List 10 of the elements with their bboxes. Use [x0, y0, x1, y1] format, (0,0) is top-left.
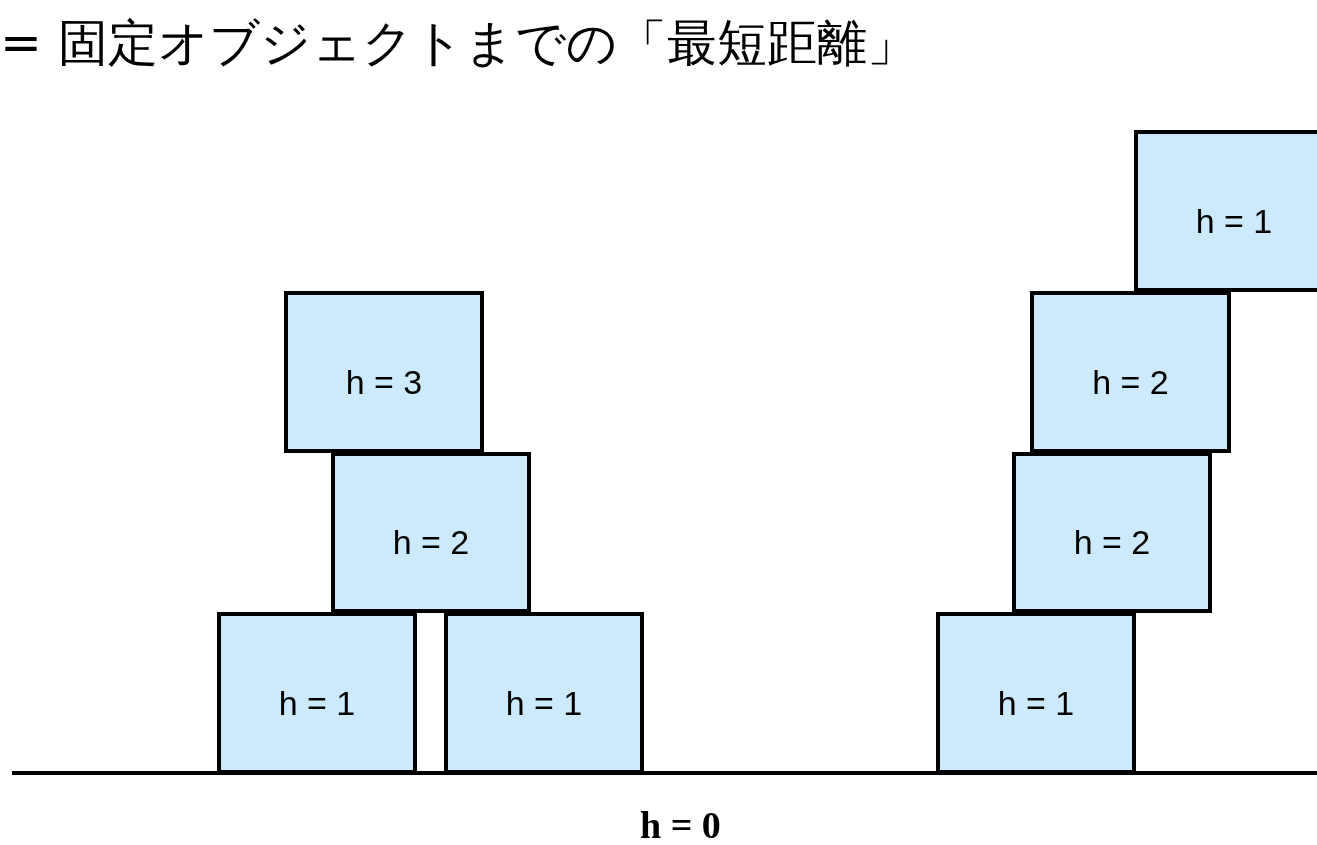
- block: h = 1: [444, 612, 644, 774]
- block: h = 2: [331, 452, 531, 613]
- block: h = 1: [1134, 130, 1317, 292]
- block: h = 3: [284, 291, 484, 453]
- block: h = 2: [1030, 291, 1231, 453]
- title: = 固定オブジェクトまでの「最短距離」: [0, 13, 917, 74]
- block: h = 2: [1012, 452, 1212, 613]
- block: h = 1: [217, 612, 417, 774]
- ground-label: h = 0: [640, 803, 721, 845]
- block: h = 1: [936, 612, 1136, 774]
